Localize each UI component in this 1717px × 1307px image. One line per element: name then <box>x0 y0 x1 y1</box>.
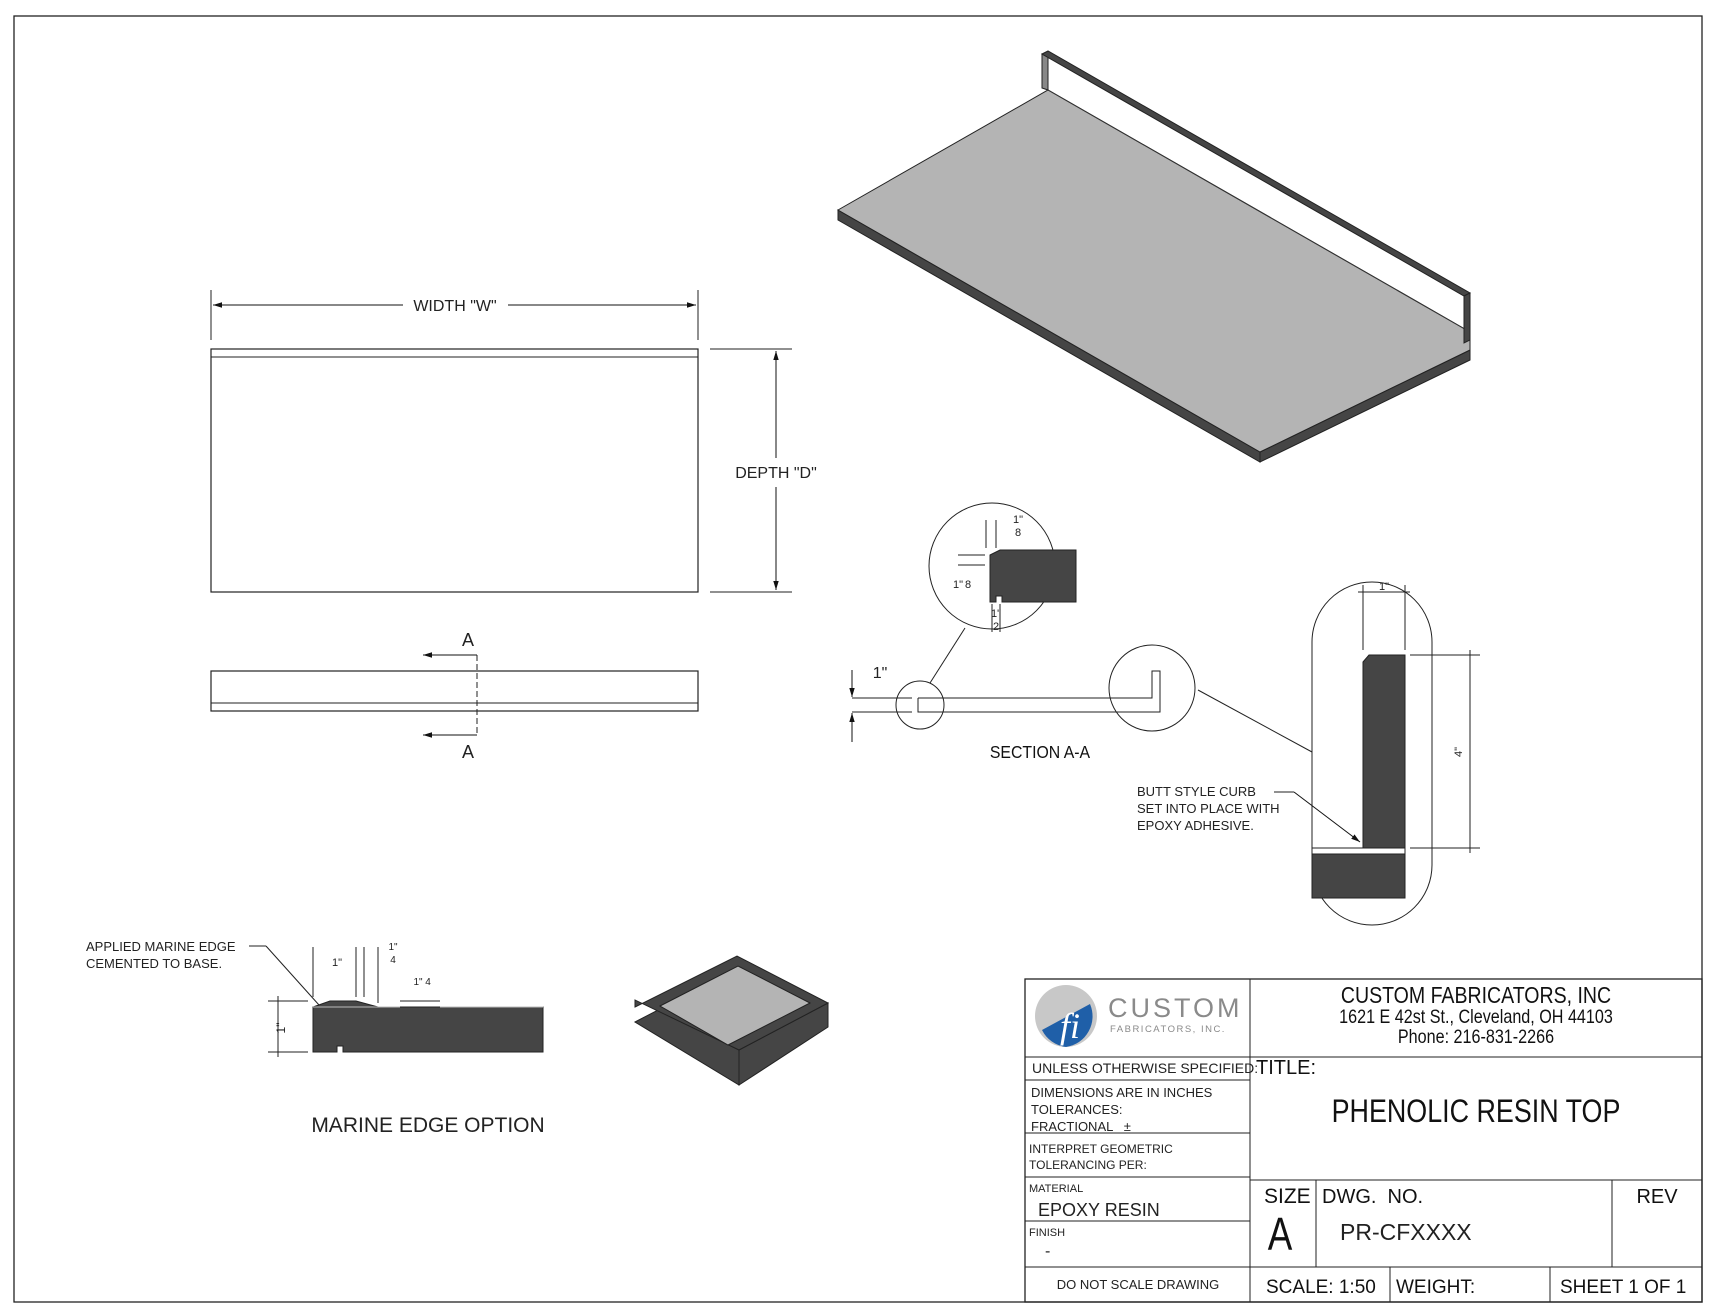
company-name: CUSTOM FABRICATORS, INC <box>1341 983 1611 1009</box>
marine-title: MARINE EDGE OPTION <box>311 1114 544 1137</box>
detail-dim-1-num: 1" <box>1013 514 1023 526</box>
front-view: A A <box>210 630 699 762</box>
weight-label: WEIGHT: <box>1396 1277 1475 1298</box>
width-label: WIDTH "W" <box>413 298 496 315</box>
section-letter-top: A <box>462 630 474 650</box>
marine-dim-width: 1" <box>332 957 342 969</box>
size-label: SIZE <box>1264 1185 1311 1208</box>
marine-edge-option: 1" 1" 4 1" 4 1" APPLIED MARINE EDGE CEME… <box>86 939 830 1137</box>
depth-label: DEPTH "D" <box>735 465 817 482</box>
marine-dim-height-den: 4 <box>425 977 431 988</box>
svg-text:fi: fi <box>1060 1006 1080 1046</box>
sheet-number: SHEET 1 OF 1 <box>1560 1277 1686 1298</box>
scale-value: SCALE: 1:50 <box>1266 1277 1376 1298</box>
dimensions-line-1: DIMENSIONS ARE IN INCHES <box>1031 1085 1213 1100</box>
detail-dim-3-num: 1" <box>991 608 1001 620</box>
size-value: A <box>1268 1208 1293 1260</box>
title-block: fi CUSTOM FABRICATORS, INC. CUSTOM FABRI… <box>1024 978 1703 1303</box>
curb-note-1: BUTT STYLE CURB <box>1137 784 1256 799</box>
curb-width-dim: 1" <box>1379 581 1389 593</box>
marine-dim-quarter-den: 4 <box>390 955 396 966</box>
company-phone: Phone: 216-831-2266 <box>1398 1026 1554 1048</box>
curb-height-dim: 4" <box>1453 747 1465 757</box>
title-label: TITLE: <box>1256 1057 1316 1079</box>
isometric-top-view <box>836 50 1472 463</box>
marine-note-2: CEMENTED TO BASE. <box>86 956 222 971</box>
dimensions-line-2: TOLERANCES: <box>1031 1102 1123 1117</box>
detail-dim-3-den: 2 <box>993 621 999 633</box>
unless-specified: UNLESS OTHERWISE SPECIFIED: <box>1032 1060 1258 1076</box>
detail-dim-1-den: 8 <box>1015 527 1021 539</box>
drawing-title: PHENOLIC RESIN TOP <box>1332 1094 1621 1130</box>
finish-value: - <box>1045 1243 1050 1260</box>
marine-dim-quarter-num: 1" <box>388 942 398 953</box>
curb-note-3: EPOXY ADHESIVE. <box>1137 818 1254 833</box>
company-logo: fi CUSTOM FABRICATORS, INC. <box>1035 985 1243 1047</box>
dwg-label: DWG. NO. <box>1322 1186 1423 1208</box>
plan-view: WIDTH "W" DEPTH "D" <box>210 290 817 593</box>
interpret-line-2: TOLERANCING PER: <box>1029 1158 1147 1172</box>
section-a-a: 1" 1" 8 1" 8 1" 2 SECTION A-A 1" 4" <box>849 502 1480 926</box>
logo-word: CUSTOM <box>1108 993 1243 1023</box>
material-label: MATERIAL <box>1029 1183 1083 1195</box>
marine-note-1: APPLIED MARINE EDGE <box>86 939 236 954</box>
marine-dim-height-num: 1" <box>413 977 423 988</box>
section-label: SECTION A-A <box>990 742 1091 762</box>
do-not-scale: DO NOT SCALE DRAWING <box>1057 1277 1220 1292</box>
marine-dim-thickness: 1" <box>274 1023 288 1034</box>
dimensions-line-3: FRACTIONAL ± <box>1031 1119 1131 1134</box>
finish-label: FINISH <box>1029 1227 1065 1239</box>
sheet-border <box>13 15 1703 1303</box>
rev-label: REV <box>1636 1186 1678 1208</box>
interpret-line-1: INTERPRET GEOMETRIC <box>1029 1142 1173 1156</box>
section-letter-bottom: A <box>462 742 474 762</box>
detail-dim-2-den: 8 <box>965 579 971 591</box>
dwg-number: PR-CFXXXX <box>1340 1219 1472 1245</box>
curb-note-2: SET INTO PLACE WITH <box>1137 801 1280 816</box>
company-address: 1621 E 42st St., Cleveland, OH 44103 <box>1339 1006 1613 1028</box>
detail-dim-2-num: 1" <box>953 579 963 591</box>
logo-sub: FABRICATORS, INC. <box>1110 1024 1226 1035</box>
material-value: EPOXY RESIN <box>1038 1200 1160 1220</box>
thickness-dim: 1" <box>873 665 888 682</box>
